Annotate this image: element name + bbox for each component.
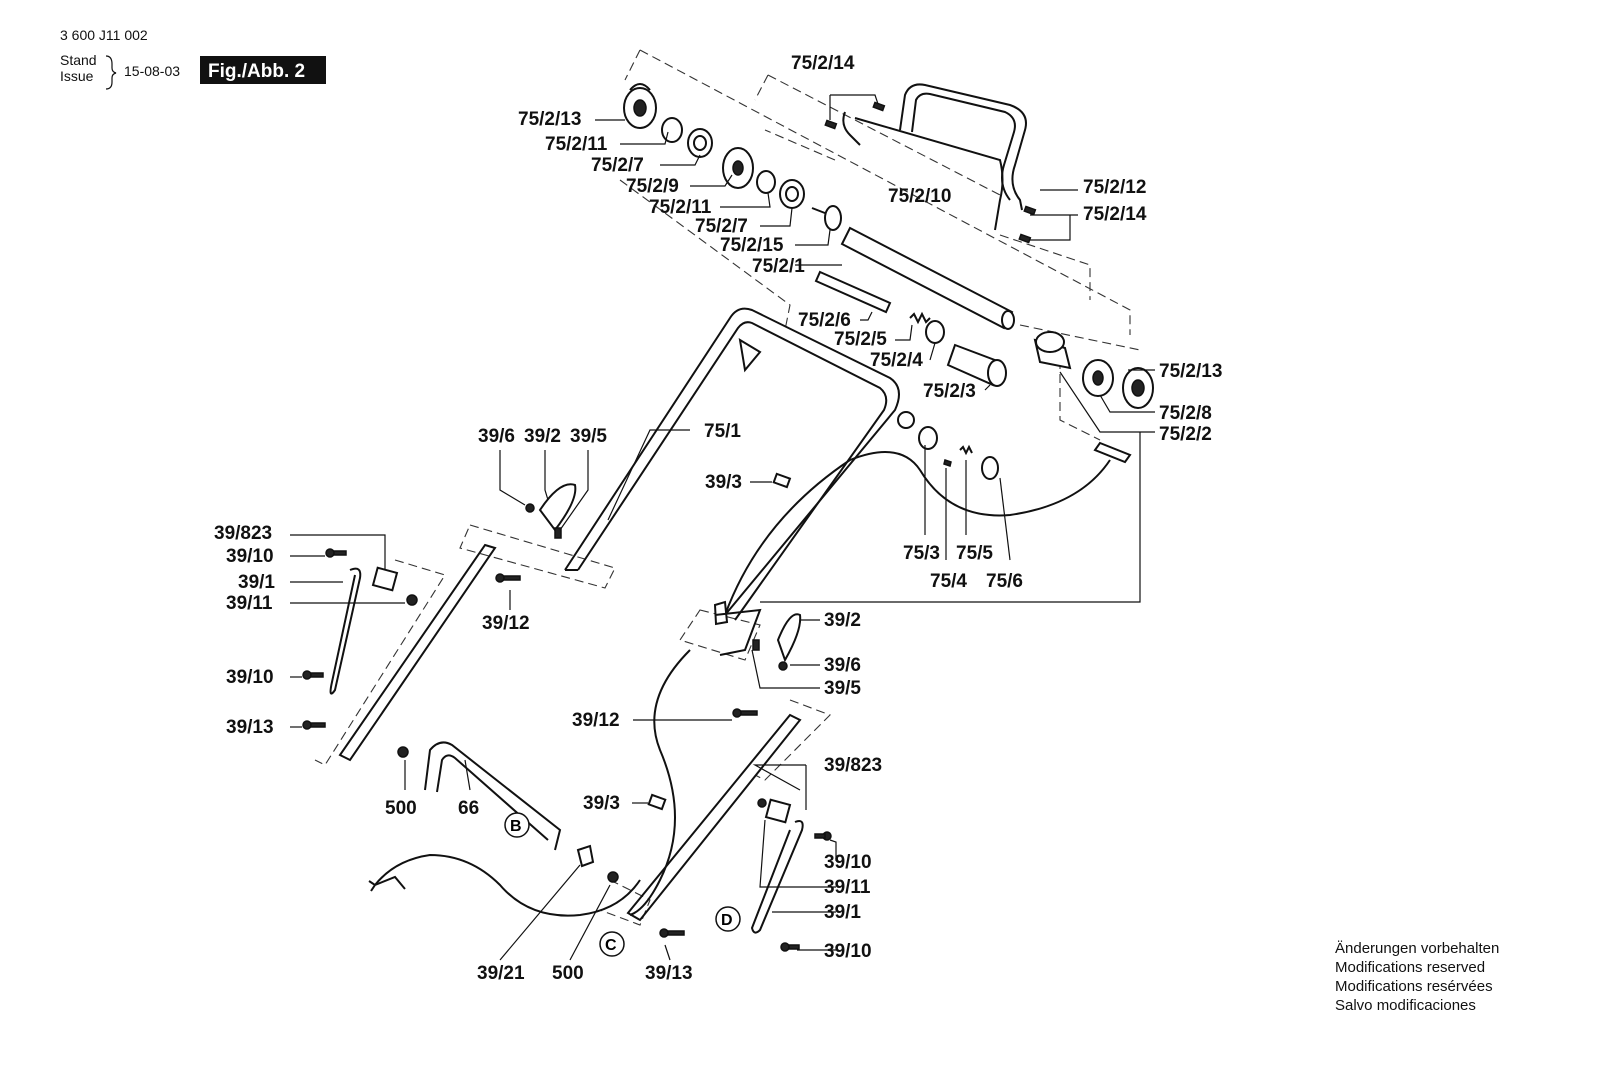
figure-title: Fig./Abb. 2 (208, 61, 305, 82)
figure-badge (200, 56, 326, 84)
footer-note-de: Änderungen vorbehalten (1335, 940, 1499, 957)
callout-b-circle (504, 812, 530, 838)
label-75-2-7-b: 75/2/7 (695, 216, 748, 237)
callout-d-circle (715, 906, 741, 932)
label-39-3-b: 39/3 (583, 793, 620, 814)
label-75-1: 75/1 (704, 421, 741, 442)
issue-label: Issue (60, 68, 94, 84)
label-75-2-7-a: 75/2/7 (591, 155, 644, 176)
label-500-b: 500 (552, 963, 584, 984)
callout-c: C (605, 937, 617, 954)
label-39-10-a: 39/10 (226, 546, 274, 567)
handle-frame (302, 307, 1111, 952)
callouts: B C D (504, 812, 741, 957)
label-75-5: 75/5 (956, 543, 993, 564)
label-39-21: 39/21 (477, 963, 525, 984)
label-39-5-a: 39/5 (570, 426, 607, 447)
issue-date: 15-08-03 (124, 63, 180, 79)
label-39-823-b: 39/823 (824, 755, 882, 776)
label-39-2-a: 39/2 (524, 426, 561, 447)
label-75-2-15: 75/2/15 (720, 235, 784, 256)
header-brace (105, 55, 117, 90)
label-75-2-11-b: 75/2/11 (649, 197, 712, 218)
footer-note-fr: Modifications resérvées (1335, 978, 1493, 995)
leader-lines (290, 94, 1155, 961)
label-75-2-14-right: 75/2/14 (1083, 204, 1147, 225)
label-39-10-c: 39/10 (824, 852, 872, 873)
label-39-12-a: 39/12 (482, 613, 530, 634)
label-75-2-10: 75/2/10 (888, 186, 951, 207)
label-75-2-9: 75/2/9 (626, 176, 679, 197)
footer-note-es: Salvo modificaciones (1335, 997, 1476, 1014)
label-75-4: 75/4 (930, 571, 967, 592)
label-39-11-b: 39/11 (824, 877, 871, 898)
label-75-2-1: 75/2/1 (752, 256, 805, 277)
label-75-2-4: 75/2/4 (870, 350, 923, 371)
label-66: 66 (458, 798, 479, 819)
label-75-2-8: 75/2/8 (1159, 403, 1212, 424)
control-bar-assembly (623, 83, 1154, 464)
label-39-11-a: 39/11 (226, 593, 273, 614)
footer-note-en: Modifications reserved (1335, 959, 1485, 976)
label-75-2-12: 75/2/12 (1083, 177, 1146, 198)
label-39-5-b: 39/5 (824, 678, 861, 699)
label-39-2-b: 39/2 (824, 610, 861, 631)
callout-d: D (721, 912, 733, 929)
callout-c-circle (599, 931, 625, 957)
label-75-2-11-a: 75/2/11 (545, 134, 608, 155)
label-75-6: 75/6 (986, 571, 1023, 592)
label-39-10-b: 39/10 (226, 667, 274, 688)
label-39-1-b: 39/1 (824, 902, 861, 923)
label-75-2-6: 75/2/6 (798, 310, 851, 331)
label-75-2-3: 75/2/3 (923, 381, 976, 402)
label-39-10-d: 39/10 (824, 941, 872, 962)
label-39-6-a: 39/6 (478, 426, 515, 447)
label-75-2-13-right: 75/2/13 (1159, 361, 1222, 382)
label-75-2-5: 75/2/5 (834, 329, 887, 350)
footer-notes: Änderungen vorbehalten Modifications res… (1335, 940, 1499, 1014)
label-39-13-b: 39/13 (645, 963, 693, 984)
label-39-6-b: 39/6 (824, 655, 861, 676)
label-39-13-a: 39/13 (226, 717, 274, 738)
label-39-3-a: 39/3 (705, 472, 742, 493)
callout-b: B (510, 818, 522, 835)
part-labels: 75/2/14 75/2/13 75/2/11 75/2/7 75/2/9 75… (214, 53, 1222, 984)
label-75-3: 75/3 (903, 543, 940, 564)
label-39-823-a: 39/823 (214, 523, 272, 544)
label-500-a: 500 (385, 798, 417, 819)
label-75-2-2: 75/2/2 (1159, 424, 1212, 445)
label-75-2-14-top: 75/2/14 (791, 53, 855, 74)
label-75-2-13-top: 75/2/13 (518, 109, 581, 130)
stand-label: Stand (60, 52, 97, 68)
doc-number: 3 600 J11 002 (60, 27, 148, 43)
label-39-12-b: 39/12 (572, 710, 620, 731)
label-39-1-a: 39/1 (238, 572, 275, 593)
